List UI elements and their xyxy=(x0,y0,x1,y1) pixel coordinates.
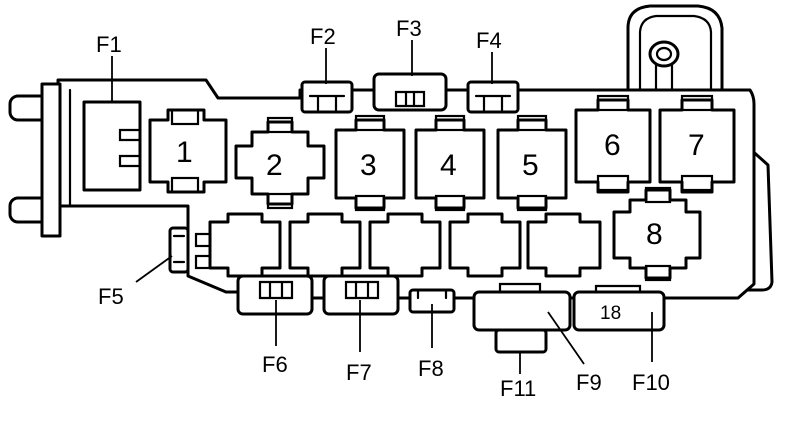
relay-7 xyxy=(658,94,736,194)
fuse-f6 xyxy=(236,274,314,316)
fuse-f8 xyxy=(408,288,456,314)
label-f7: F7 xyxy=(346,360,372,385)
relay-6 xyxy=(574,94,652,194)
lower-relay-row xyxy=(194,212,602,278)
label-f3: F3 xyxy=(396,16,422,41)
relay-5-number: 5 xyxy=(522,149,539,182)
label-f5: F5 xyxy=(98,284,124,309)
relay-2 xyxy=(234,116,326,210)
label-f10: F10 xyxy=(632,370,670,395)
relay-6-number: 6 xyxy=(604,129,621,162)
relay-3 xyxy=(334,114,406,212)
relay-4 xyxy=(414,114,486,212)
relay-3-number: 3 xyxy=(360,149,377,182)
fuse-f1 xyxy=(82,100,142,192)
label-f2: F2 xyxy=(310,24,336,49)
fuse-f10 xyxy=(572,284,666,332)
fuse-f2 xyxy=(300,80,354,114)
relay-8 xyxy=(612,186,702,282)
relay-1 xyxy=(148,108,228,194)
leader-lines xyxy=(111,40,653,374)
label-f6: F6 xyxy=(262,352,288,377)
label-f8: F8 xyxy=(418,356,444,381)
fuse-f11 xyxy=(494,328,548,354)
fuse-f3 xyxy=(372,72,448,112)
relay-4-number: 4 xyxy=(440,149,457,182)
relay-7-number: 7 xyxy=(688,129,705,162)
fuse-f4 xyxy=(466,80,520,114)
relay-2-number: 2 xyxy=(266,149,283,182)
label-f1: F1 xyxy=(96,32,122,57)
relay-8-number: 8 xyxy=(646,218,663,251)
relay-5 xyxy=(496,114,568,212)
cable-strap xyxy=(626,4,724,98)
fuse-f10-rating: 18 xyxy=(600,303,621,324)
relay-1-number: 1 xyxy=(176,136,193,169)
label-f9: F9 xyxy=(576,370,602,395)
mounting-bracket xyxy=(8,82,72,238)
label-f11: F11 xyxy=(500,376,536,401)
fuse-f7 xyxy=(322,274,400,316)
label-f4: F4 xyxy=(476,28,502,53)
fuse-f5 xyxy=(168,226,190,274)
